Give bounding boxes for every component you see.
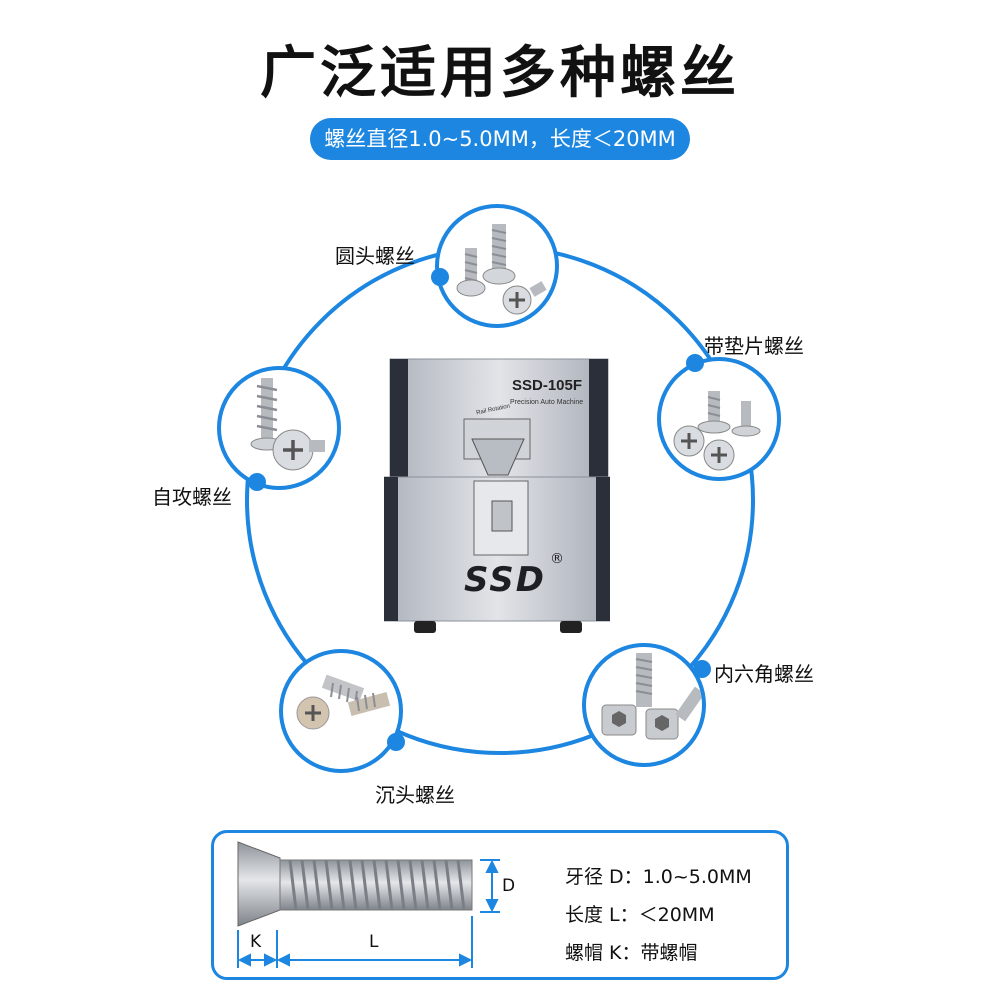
spec-head: 螺帽 K：带螺帽 — [565, 942, 698, 964]
subtitle-pill: 螺丝直径1.0~5.0MM，长度＜20MM — [310, 118, 690, 160]
dimension-d — [480, 859, 500, 913]
spec-diameter: 牙径 D：1.0~5.0MM — [565, 866, 752, 888]
ring-dot-self-tapping — [248, 473, 266, 491]
machine-illustration — [383, 358, 611, 633]
machine-caption: Precision Auto Machine — [510, 399, 584, 406]
registered-mark: ® — [550, 551, 564, 567]
page-title: 广泛适用多种螺丝 — [260, 41, 740, 106]
label-l: L — [369, 932, 379, 952]
ring-dot-hex-socket — [693, 660, 711, 678]
machine-model: SSD-105F — [512, 377, 583, 394]
ssd-machine: SSD-105F Precision Auto Machine Rail Rot… — [383, 355, 611, 635]
hex-socket-screws-thumb — [582, 643, 706, 767]
dimension-panel — [211, 830, 789, 980]
dimension-k-l — [237, 916, 473, 968]
screw-threads — [288, 859, 466, 911]
self-tapping-screws-icon — [250, 378, 325, 471]
ring-dot-countersunk — [387, 733, 405, 751]
round-head-screws-icon — [456, 224, 547, 315]
screw-head — [237, 841, 281, 927]
washer-screws-thumb — [657, 357, 781, 481]
self-tapping-screws-thumb — [217, 366, 341, 490]
label-round-head: 圆头螺丝 — [335, 244, 415, 268]
label-d: D — [502, 876, 516, 896]
machine-brand-logo: SSD — [464, 560, 546, 600]
countersunk-screws-icon — [296, 674, 391, 730]
label-self-tapping: 自攻螺丝 — [152, 485, 232, 509]
ring-dot-washer — [686, 354, 704, 372]
hex-socket-screws-icon — [601, 653, 702, 740]
spec-length: 长度 L：＜20MM — [565, 904, 715, 926]
ring-dot-round-head — [431, 268, 449, 286]
label-hex-socket: 内六角螺丝 — [714, 662, 814, 686]
countersunk-screws-thumb — [279, 649, 403, 773]
round-head-screws-thumb — [435, 204, 559, 328]
label-washer: 带垫片螺丝 — [704, 334, 804, 358]
washer-screws-icon — [673, 391, 761, 471]
label-k: K — [250, 932, 262, 952]
label-countersunk: 沉头螺丝 — [375, 783, 455, 807]
